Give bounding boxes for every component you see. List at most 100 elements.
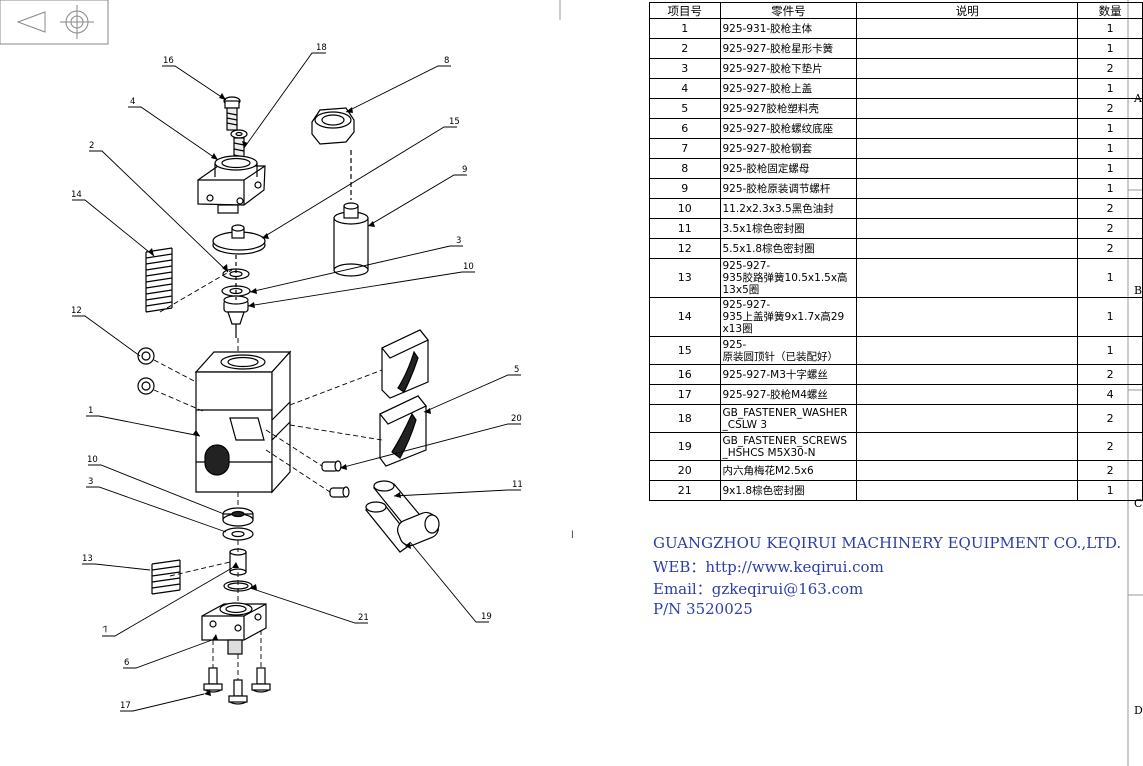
part-no-cell: 内六角梅花M2.5x6 <box>719 460 858 481</box>
quantity-cell-text: 2 <box>1106 241 1114 255</box>
item-no-cell-text: 19 <box>677 439 692 453</box>
item-no-cell: 9 <box>649 178 721 199</box>
callout-11: 11 <box>512 480 523 490</box>
description-cell <box>856 158 1079 179</box>
callout-7: 7 <box>102 625 111 636</box>
leader-lines <box>72 52 521 712</box>
description-cell <box>856 404 1079 433</box>
quantity-cell: 1 <box>1077 38 1143 59</box>
part-no-cell: 3.5x1棕色密封圈 <box>719 218 858 239</box>
item-no-cell-text: 3 <box>681 61 689 75</box>
quantity-cell-text: 1 <box>1106 483 1114 497</box>
part-no-cell-text: 9x1.8棕色密封圈 <box>722 484 805 497</box>
header-description: 说明 <box>856 2 1079 19</box>
callout-labels: 16 18 8 4 15 2 9 14 3 10 12 5 1 20 10 3 … <box>71 43 523 711</box>
part-1-main-body <box>194 350 292 494</box>
quantity-cell-text: 2 <box>1106 463 1114 477</box>
item-no-cell: 21 <box>649 480 721 501</box>
part-20-torx-screw-lower <box>329 486 350 498</box>
zone-b: B <box>1134 284 1143 297</box>
description-cell <box>856 297 1079 337</box>
item-no-cell: 18 <box>649 404 721 433</box>
item-no-cell-text: 14 <box>677 310 692 323</box>
item-no-cell-text: 20 <box>677 463 692 477</box>
part-no-cell: 925-927胶枪塑料壳 <box>719 98 858 119</box>
quantity-cell-text: 1 <box>1106 81 1114 95</box>
table-header-row: 项目号 零件号 说明 数量 <box>649 2 1143 19</box>
item-no-cell: 6 <box>649 118 721 139</box>
quantity-cell-text: 1 <box>1106 121 1114 135</box>
quantity-cell-text: 2 <box>1106 411 1114 425</box>
part-no-cell-text: 925-胶枪原装调节螺杆 <box>722 182 831 195</box>
item-no-cell: 10 <box>649 198 721 219</box>
part-no-cell-text: 925-927-胶枪M4螺丝 <box>722 388 828 401</box>
callout-3-upper: 3 <box>456 236 461 246</box>
part-number: P/N 3520025 <box>653 600 753 618</box>
part-no-cell: 925-927-胶枪钢套 <box>719 138 858 159</box>
item-no-cell: 7 <box>649 138 721 159</box>
part-7-steel-sleeve <box>229 548 247 576</box>
callout-10-lower: 10 <box>87 455 98 465</box>
item-no-cell-text: 13 <box>677 271 692 284</box>
part-no-cell-text: 5.5x1.8棕色密封圈 <box>722 242 815 255</box>
part-10-seal-lower <box>222 507 254 527</box>
quantity-cell: 2 <box>1077 238 1143 259</box>
callout-14: 14 <box>71 190 82 200</box>
company-email: Email：gzkeqirui@163.com <box>653 580 864 598</box>
part-17-m4-screw-center <box>228 679 248 705</box>
callout-16: 16 <box>163 56 174 66</box>
quantity-cell: 2 <box>1077 198 1143 219</box>
item-no-cell-text: 11 <box>677 221 692 235</box>
item-no-cell-text: 9 <box>681 181 689 195</box>
part-no-cell: 925-927- 935胶路弹簧10.5x1.5x高 13x5圈 <box>719 258 858 298</box>
quantity-cell: 2 <box>1077 58 1143 79</box>
quantity-cell-text: 2 <box>1106 201 1114 215</box>
quantity-cell-text: 2 <box>1106 367 1114 381</box>
part-12-oring-upper <box>137 347 155 365</box>
item-no-cell-text: 15 <box>677 343 692 357</box>
part-17-m4-screw-right <box>251 667 271 693</box>
quantity-cell: 1 <box>1077 297 1143 337</box>
zone-a: A <box>1134 92 1142 105</box>
item-no-cell: 13 <box>649 258 721 298</box>
quantity-cell: 4 <box>1077 384 1143 405</box>
item-no-cell-text: 8 <box>681 161 689 175</box>
quantity-cell-text: 1 <box>1106 343 1114 357</box>
part-no-cell-text: 3.5x1棕色密封圈 <box>722 222 805 235</box>
zone-c: C <box>1134 497 1143 510</box>
item-no-cell-text: 5 <box>681 101 689 115</box>
description-cell <box>856 364 1079 385</box>
callout-21: 21 <box>358 613 369 623</box>
assembly-axis-lines <box>153 269 383 680</box>
quantity-cell: 2 <box>1077 460 1143 481</box>
quantity-cell: 1 <box>1077 78 1143 99</box>
quantity-cell: 1 <box>1077 18 1143 39</box>
part-12-oring-lower <box>137 377 155 395</box>
callout-1: 1 <box>88 406 93 416</box>
description-cell <box>856 460 1079 481</box>
part-no-cell: GB_FASTENER_WASHER _CSLW 3 <box>719 404 858 433</box>
quantity-cell: 2 <box>1077 218 1143 239</box>
part-17-m4-screw-left <box>203 667 223 693</box>
quantity-cell-text: 1 <box>1106 271 1114 284</box>
quantity-cell: 1 <box>1077 480 1143 501</box>
item-no-cell-text: 21 <box>677 483 692 497</box>
part-no-cell-text: 925-927-M3十字螺丝 <box>722 368 828 381</box>
part-18-washer <box>230 129 248 163</box>
item-no-cell: 5 <box>649 98 721 119</box>
part-no-cell-text: 925-927-胶枪星形卡簧 <box>722 42 834 55</box>
table-row: 13 925-927- 935胶路弹簧10.5x1.5x高 13x5圈 1 <box>649 258 1143 298</box>
description-cell <box>856 18 1079 39</box>
part-15-dome-pin <box>212 224 266 255</box>
part-20-torx-screw-upper <box>321 460 342 472</box>
quantity-cell: 1 <box>1077 336 1143 365</box>
